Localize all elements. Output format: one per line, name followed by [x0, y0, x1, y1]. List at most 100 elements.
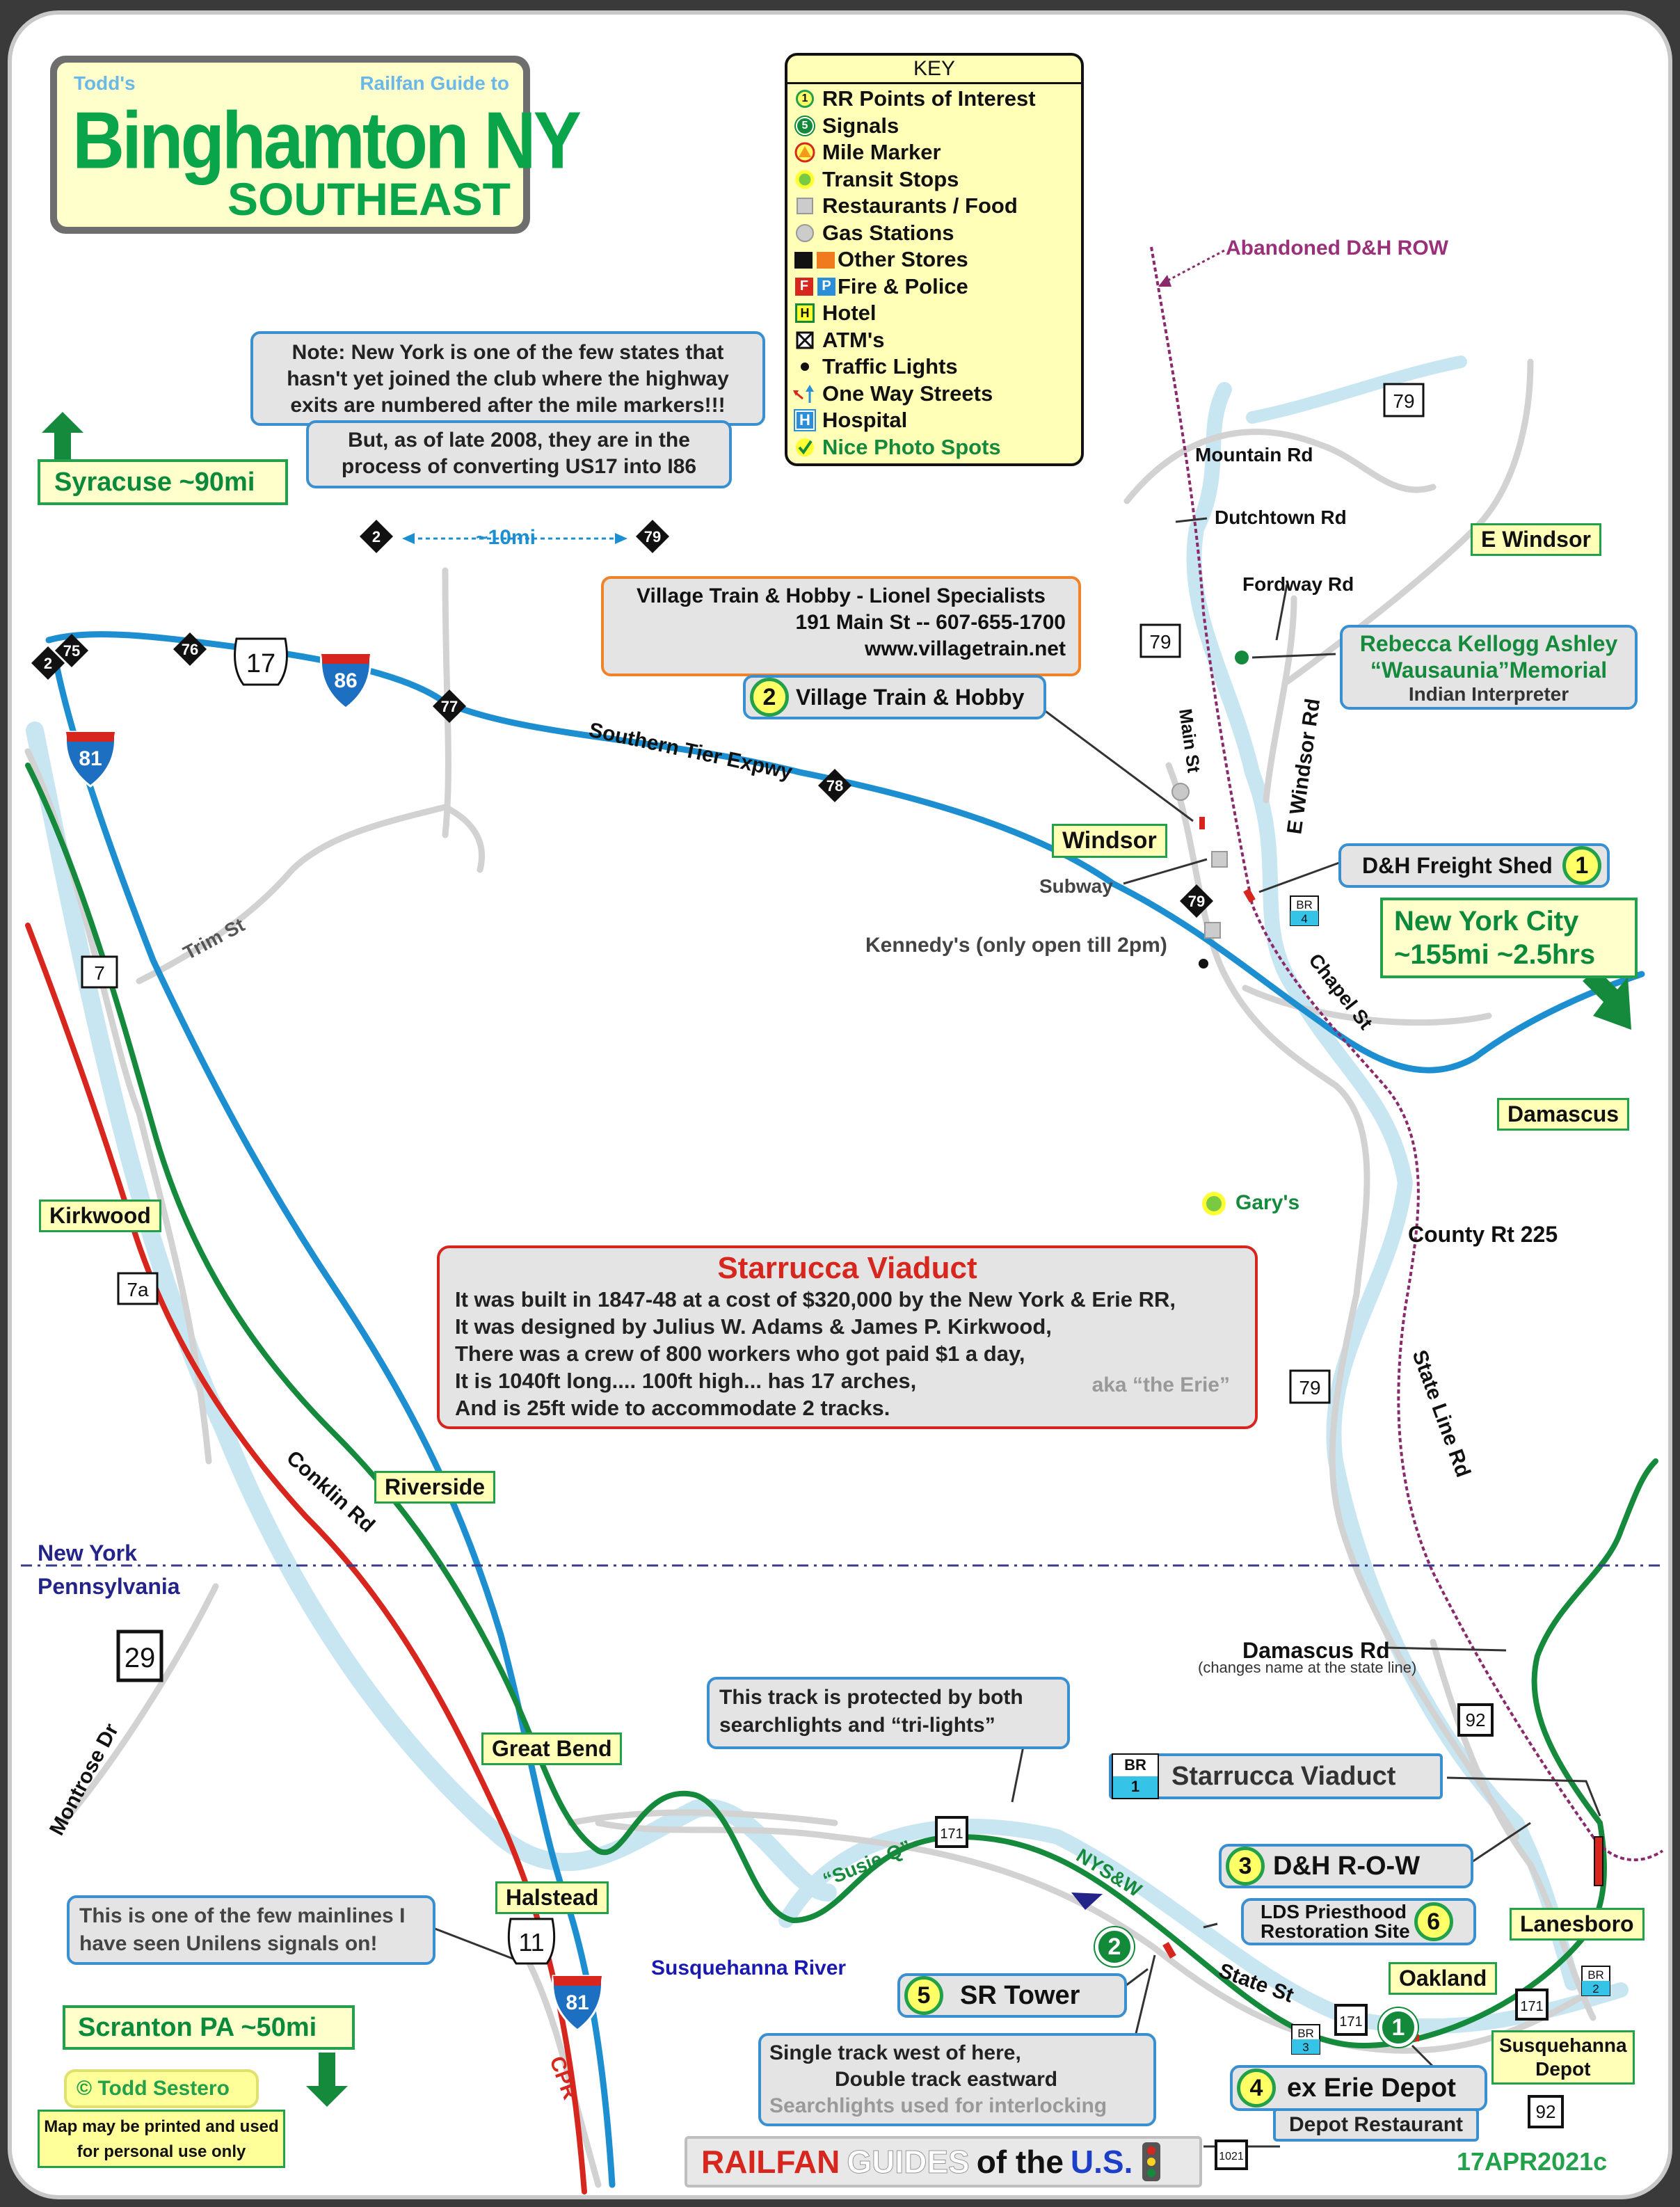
poi-3-badge: 3	[1226, 1847, 1265, 1886]
nysw-rail-branch	[1531, 1458, 1658, 1826]
poi-sr-tower[interactable]: 5 SR Tower	[897, 1973, 1127, 2018]
starrucca-line2: It was designed by Julius W. Adams & Jam…	[455, 1314, 1052, 1339]
key-gas: Gas Stations	[793, 220, 1075, 247]
arrow-left-icon	[402, 533, 415, 544]
starrucca-viaduct-info: Starrucca Viaduct It was built in 1847-4…	[437, 1245, 1258, 1429]
key-mile-marker: Mile Marker	[793, 139, 1075, 166]
exit-76: 76	[182, 641, 198, 658]
transit-stop-icon	[795, 170, 815, 189]
us17-conversion-note: But, as of late 2008, they are in the pr…	[306, 420, 732, 488]
nyc-line1: New York City	[1394, 906, 1579, 937]
poi-starrucca-viaduct[interactable]: BR 1 Starrucca Viaduct	[1109, 1753, 1443, 1799]
town-susquehanna-depot: Susquehanna Depot	[1491, 2030, 1635, 2085]
memorial-marker-icon	[1235, 651, 1249, 664]
starrucca-line5: And is 25ft wide to accommodate 2 tracks…	[455, 1396, 890, 1420]
br2-label: BR	[1587, 1968, 1604, 1982]
town-damascus: Damascus	[1497, 1098, 1630, 1131]
memorial-info[interactable]: Rebecca Kellogg Ashley “Wausaunia”Memori…	[1340, 625, 1638, 710]
garys-label: Gary's	[1235, 1191, 1300, 1214]
track-protection-note: This track is protected by both searchli…	[707, 1677, 1070, 1749]
county-rt-225-label: County Rt 225	[1408, 1222, 1558, 1247]
exit-79: 79	[1188, 893, 1205, 910]
copyright-badge: © Todd Sestero	[64, 2069, 259, 2108]
railfan-guides-logo: RAILFAN GUIDES of the U.S.	[685, 2136, 1202, 2188]
title-sub: SOUTHEAST	[227, 173, 511, 225]
village-train-line1: Village Train & Hobby - Lionel Specialis…	[637, 584, 1046, 607]
starrucca-line3: There was a crew of 800 workers who got …	[455, 1341, 1025, 1366]
interstate-81-route	[52, 658, 616, 2188]
pa29-shield: 29	[125, 1643, 156, 1673]
poi-4-badge: 4	[1237, 2069, 1276, 2108]
new-york-label: New York	[38, 1540, 137, 1565]
subway-label: Subway	[1039, 875, 1113, 897]
map-background	[8, 10, 1672, 2199]
key-photo-spots: Nice Photo Spots	[793, 434, 1075, 461]
susquehanna-river-label: Susquehanna River	[651, 1957, 847, 1979]
ny7a-shield: 7a	[127, 1279, 149, 1300]
us17-shield-icon: 17	[234, 637, 288, 686]
pa171-shield-susieq: 171	[940, 1826, 963, 1842]
abandoned-dh-label: Abandoned D&H ROW	[1226, 237, 1448, 260]
poi-6-badge: 6	[1414, 1902, 1453, 1941]
mile-marker-icon	[794, 142, 815, 163]
poi-village-train-hobby[interactable]: 2 Village Train & Hobby	[743, 675, 1046, 719]
pa1021-shield: 1021	[1219, 2151, 1244, 2162]
damascus-rd-label: Damascus Rd	[1242, 1638, 1390, 1663]
single-track-note: Single track west of here, Double track …	[758, 2033, 1156, 2126]
memorial-line2: “Wausaunia”Memorial	[1370, 658, 1608, 683]
ny79-shield-south: 79	[1299, 1377, 1320, 1399]
town-lanesboro: Lanesboro	[1510, 1908, 1645, 1941]
poi-lds-priesthood[interactable]: LDS Priesthood Restoration Site 6	[1241, 1898, 1476, 1945]
freight-shed-marker-icon	[1243, 888, 1256, 903]
poi-erie-depot[interactable]: 4 ex Erie Depot	[1230, 2065, 1487, 2111]
revision-date: 17APR2021c	[1457, 2147, 1608, 2176]
title-railfan-guide: Railfan Guide to	[360, 72, 509, 94]
exit-75: 75	[63, 642, 80, 660]
poi-dh-freight-shed[interactable]: D&H Freight Shed 1	[1338, 843, 1610, 888]
atm-icon	[796, 331, 814, 349]
rr-poi-icon: 1	[796, 90, 814, 109]
exit-markers: 2 79 2 75 76 77 78 79	[31, 519, 1214, 918]
pa171-shield-lanesboro: 171	[1520, 1999, 1543, 2014]
traffic-light-icon	[1199, 959, 1208, 969]
key-one-way: One Way Streets	[793, 381, 1075, 408]
town-halstead: Halstead	[495, 1881, 609, 1914]
poi-1-badge: 1	[1562, 846, 1601, 885]
pa92-shield-north: 92	[1466, 1710, 1486, 1730]
ny79-shield-north: 79	[1393, 390, 1414, 412]
bridge-tags: BR 4 BR 3 BR 2	[1290, 895, 1610, 2055]
gas-station-icon	[796, 223, 814, 242]
nyc-arrow-icon	[1583, 969, 1631, 1030]
svg-text:17: 17	[246, 649, 275, 678]
nyc-line2: ~155mi ~2.5hrs	[1394, 939, 1596, 970]
br1-badge: BR 1	[1112, 1753, 1159, 1799]
svg-text:81: 81	[79, 747, 102, 770]
kennedys-label: Kennedy's (only open till 2pm)	[865, 934, 1167, 957]
ny79-shield-main: 79	[1149, 631, 1171, 653]
other-stores-icon	[794, 252, 835, 269]
abandoned-dh-row-line	[1150, 246, 1594, 1838]
signal-icon: 5	[796, 116, 814, 135]
poi-dh-row[interactable]: 3 D&H R-O-W	[1219, 1844, 1473, 1888]
memorial-line1: Rebecca Kellogg Ashley	[1359, 631, 1618, 656]
town-oakland: Oakland	[1389, 1962, 1498, 1995]
fordway-rd-label: Fordway Rd	[1242, 573, 1354, 595]
key-traffic-lights: Traffic Lights	[793, 353, 1075, 381]
exit-numbering-note: Note: New York is one of the few states …	[250, 331, 765, 426]
leader-lines	[431, 517, 1601, 2148]
traffic-light-icon	[801, 362, 809, 372]
abandoned-row-leader	[1165, 249, 1225, 283]
starrucca-title: Starrucca Viaduct	[717, 1251, 977, 1285]
exit-77: 77	[441, 698, 458, 715]
print-permission-note: Map may be printed and used for personal…	[38, 2110, 285, 2168]
starrucca-aka: aka “the Erie”	[1091, 1373, 1230, 1396]
arrow-right-icon	[615, 533, 627, 544]
pa171-shield-oakland: 171	[1339, 2014, 1362, 2030]
exit-2-top: 2	[372, 528, 381, 545]
key-transit: Transit Stops	[793, 166, 1075, 193]
scranton-sign: Scranton PA ~50mi	[63, 2005, 355, 2050]
scranton-arrow-icon	[306, 2053, 348, 2107]
unilens-note: This is one of the few mainlines I have …	[67, 1895, 435, 1965]
village-train-marker-icon	[1199, 817, 1205, 829]
